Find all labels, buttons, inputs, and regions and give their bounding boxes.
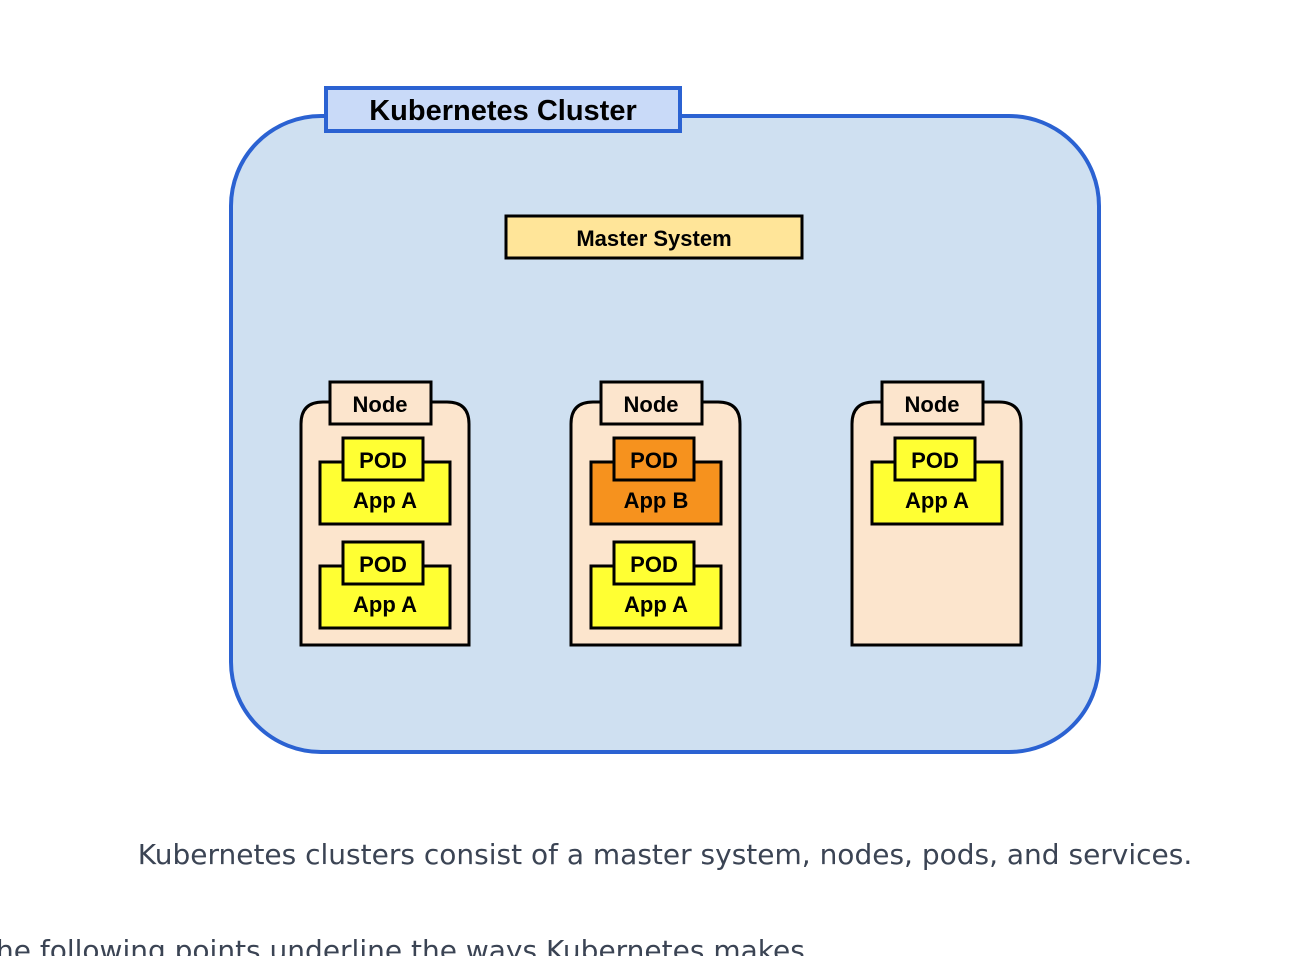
cluster-title: Kubernetes Cluster — [369, 95, 637, 127]
node-label: Node — [353, 392, 408, 417]
pod-label: POD — [630, 552, 678, 577]
node-label: Node — [624, 392, 679, 417]
app-label: App A — [624, 592, 688, 617]
cluster-title-tab — [324, 86, 682, 133]
pod-1: POD App A — [318, 436, 452, 526]
node-label-box — [328, 380, 433, 426]
node-2: Node POD App B POD App A — [569, 380, 742, 647]
pod-label: POD — [359, 552, 407, 577]
node-label-box — [599, 380, 704, 426]
pod-label-box — [893, 436, 977, 482]
figure-caption: Kubernetes clusters consist of a master … — [137, 838, 1193, 871]
node-label: Node — [905, 392, 960, 417]
app-label: App B — [624, 488, 689, 513]
master-system-box — [504, 214, 804, 260]
pod-1: POD App A — [870, 436, 1004, 526]
pod-label-box — [341, 436, 425, 482]
node-1: Node POD App A POD App A — [299, 380, 471, 647]
node-label-box — [880, 380, 985, 426]
pod-label-box — [612, 540, 696, 586]
app-label: App A — [353, 592, 417, 617]
pod-label: POD — [630, 448, 678, 473]
pod-1: POD App B — [589, 436, 723, 526]
pod-label: POD — [911, 448, 959, 473]
node-3: Node POD App A — [850, 380, 1023, 647]
pod-label: POD — [359, 448, 407, 473]
pod-label-box — [341, 540, 425, 586]
body-text-cutoff: he following points underline the ways K… — [0, 934, 805, 956]
pod-2: POD App A — [318, 540, 452, 630]
pod-2: POD App A — [589, 540, 723, 630]
pod-label-box — [612, 436, 696, 482]
app-label: App A — [905, 488, 969, 513]
kubernetes-cluster-diagram: Kubernetes Cluster Master System Node PO… — [229, 86, 1101, 754]
master-system-label: Master System — [576, 226, 731, 251]
app-label: App A — [353, 488, 417, 513]
